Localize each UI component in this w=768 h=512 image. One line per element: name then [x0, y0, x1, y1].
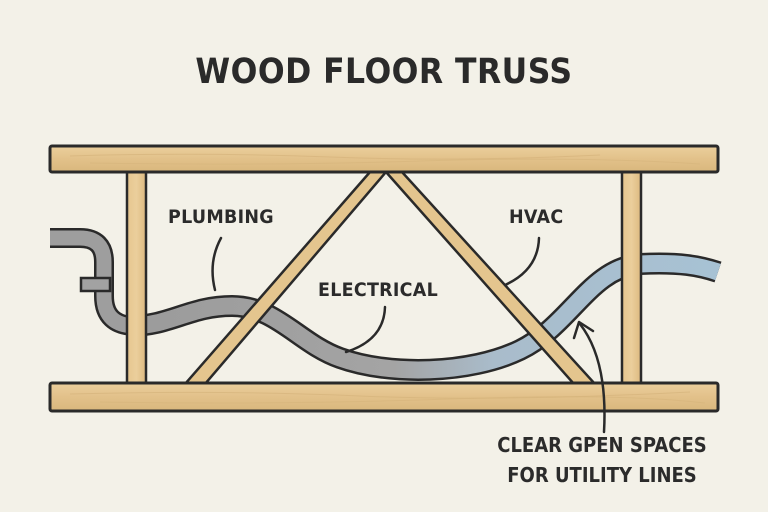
plumbing-label: PLUMBING — [168, 206, 274, 228]
leader-lines — [211, 236, 606, 434]
hvac-label: HVAC — [509, 206, 564, 228]
plumbing-leader — [211, 236, 223, 292]
pipe-coupling — [79, 276, 112, 293]
caption-line-1: CLEAR GPEN SPACES — [497, 433, 707, 457]
clear-spaces-caption: CLEAR GPEN SPACES FOR UTILITY LINES — [481, 430, 722, 490]
truss-frame — [48, 144, 720, 413]
plumbing-pipe — [50, 230, 137, 334]
caption-line-2: FOR UTILITY LINES — [507, 463, 697, 487]
hvac-leader — [503, 236, 541, 287]
diagram-title: WOOD FLOOR TRUSS — [195, 52, 573, 92]
arrow-head-icon — [572, 320, 595, 340]
electrical-leader — [344, 305, 387, 354]
left-vertical-web — [125, 168, 148, 387]
right-vertical-web — [620, 168, 643, 387]
clear-space-arrow — [578, 322, 606, 434]
electrical-label: ELECTRICAL — [318, 279, 439, 301]
utility-lines — [50, 228, 722, 381]
